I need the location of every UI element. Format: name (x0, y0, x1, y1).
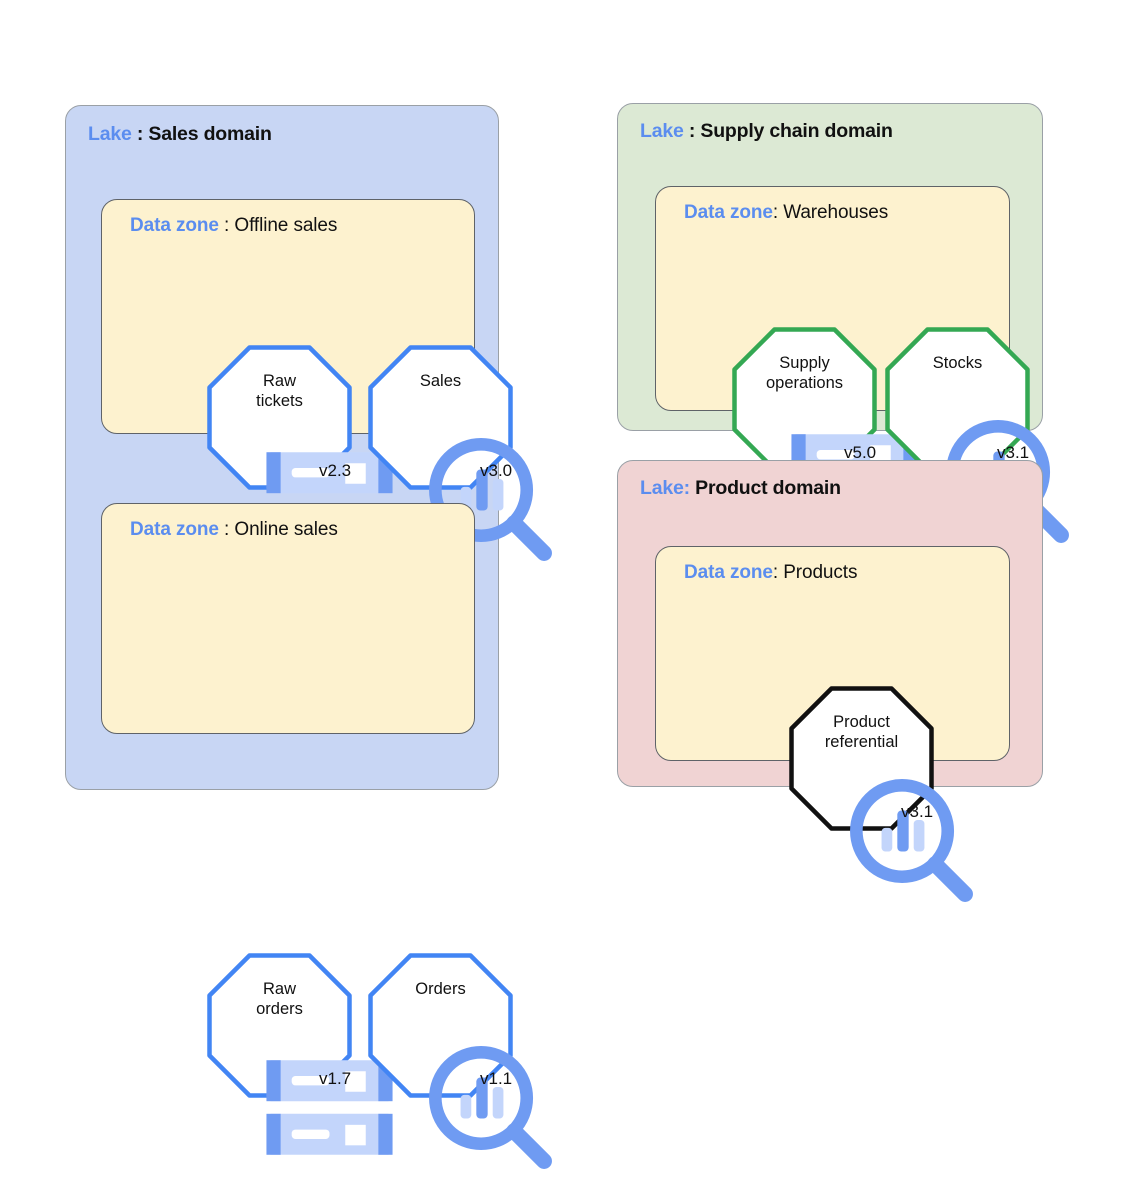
data-product-version: v3.1 (997, 443, 1030, 462)
octagon-shape (789, 686, 934, 831)
lake-separator: : (131, 123, 149, 145)
lake-name: Sales domain (148, 123, 272, 145)
data-product-version: v3.1 (901, 802, 934, 821)
data-zone-offline-sales-title: Data zone : Offline sales (130, 215, 337, 237)
data-product-label: Supply operations (765, 354, 844, 392)
lake-supply-chain-title: Lake : Supply chain domain (640, 120, 893, 143)
analytics-search-icon (418, 1035, 552, 1169)
data-zone-keyword: Data zone (684, 202, 773, 223)
data-zone-keyword: Data zone (130, 215, 219, 236)
data-zone-products-title: Data zone: Products (684, 562, 857, 584)
octagon-shape (368, 345, 513, 490)
lake-supply-chain-domain[interactable]: Lake : Supply chain domain Data zone: Wa… (617, 103, 1069, 543)
data-zone-separator: : (772, 562, 784, 583)
data-product-label: Raw tickets (256, 372, 303, 410)
lake-separator: : (683, 120, 701, 142)
lake-keyword: Lake (640, 477, 684, 499)
data-zone-name: Online sales (234, 519, 338, 540)
data-product-label: Product referential (824, 713, 899, 751)
data-product-product-referential[interactable]: Product referential v3.1 (789, 686, 973, 902)
lake-sales-title: Lake : Sales domain (88, 123, 272, 146)
data-product-version: v1.7 (319, 1069, 352, 1088)
data-zone-separator: : (772, 202, 784, 223)
data-zone-separator: : (218, 215, 235, 236)
analytics-search-icon (935, 409, 1069, 543)
lake-product-title: Lake: Product domain (640, 477, 841, 500)
diagram-canvas: Lake : Sales domain Data zone : Offline … (65, 103, 1069, 1169)
data-product-version: v2.3 (319, 461, 352, 480)
data-product-version: v1.1 (480, 1069, 513, 1088)
lake-keyword: Lake (640, 120, 684, 142)
data-product-label: Orders (415, 980, 466, 998)
data-product-version: v3.0 (480, 461, 513, 480)
data-product-label: Raw orders (256, 980, 303, 1018)
data-zone-products[interactable]: Data zone: Products Product referential … (655, 546, 1010, 902)
data-zone-separator: : (218, 519, 235, 540)
data-product-raw-orders[interactable]: Raw orders v1.7 (207, 953, 393, 1155)
lake-keyword: Lake (88, 123, 132, 145)
data-zone-online-sales-title: Data zone : Online sales (130, 519, 338, 541)
data-zone-offline-sales[interactable]: Data zone : Offline sales Raw tickets v2… (101, 199, 552, 561)
database-icon (782, 409, 918, 529)
lake-name: Product domain (695, 477, 841, 499)
data-product-label: Stocks (932, 354, 983, 372)
data-product-orders[interactable]: Orders v1.1 (368, 953, 552, 1169)
data-zone-keyword: Data zone (684, 562, 773, 583)
data-zone-online-sales[interactable]: Data zone : Online sales Raw orders v1.7… (101, 503, 552, 1169)
data-product-stocks[interactable]: Stocks v3.1 (885, 327, 1069, 543)
data-zone-warehouses[interactable]: Data zone: Warehouses Supply operations … (655, 186, 1069, 543)
analytics-search-icon (418, 427, 552, 561)
data-product-label: Sales (419, 372, 462, 390)
data-product-raw-tickets[interactable]: Raw tickets v2.3 (207, 345, 393, 547)
data-product-supply-operations[interactable]: Supply operations v5.0 (732, 327, 918, 529)
data-zone-name: Warehouses (783, 202, 889, 223)
data-zone-name: Offline sales (234, 215, 338, 236)
analytics-search-icon (839, 768, 973, 902)
data-zone-name: Products (783, 562, 858, 583)
lake-sales-domain[interactable]: Lake : Sales domain Data zone : Offline … (65, 105, 552, 1169)
lake-product-domain[interactable]: Lake: Product domain Data zone: Products… (617, 460, 1043, 902)
lake-name: Supply chain domain (700, 120, 893, 142)
lake-separator: : (683, 477, 696, 499)
database-icon (257, 427, 393, 547)
data-product-version: v5.0 (844, 443, 877, 462)
database-icon (257, 1035, 393, 1155)
data-product-sales[interactable]: Sales v3.0 (368, 345, 552, 561)
data-zone-warehouses-title: Data zone: Warehouses (684, 202, 888, 224)
data-zone-keyword: Data zone (130, 519, 219, 540)
